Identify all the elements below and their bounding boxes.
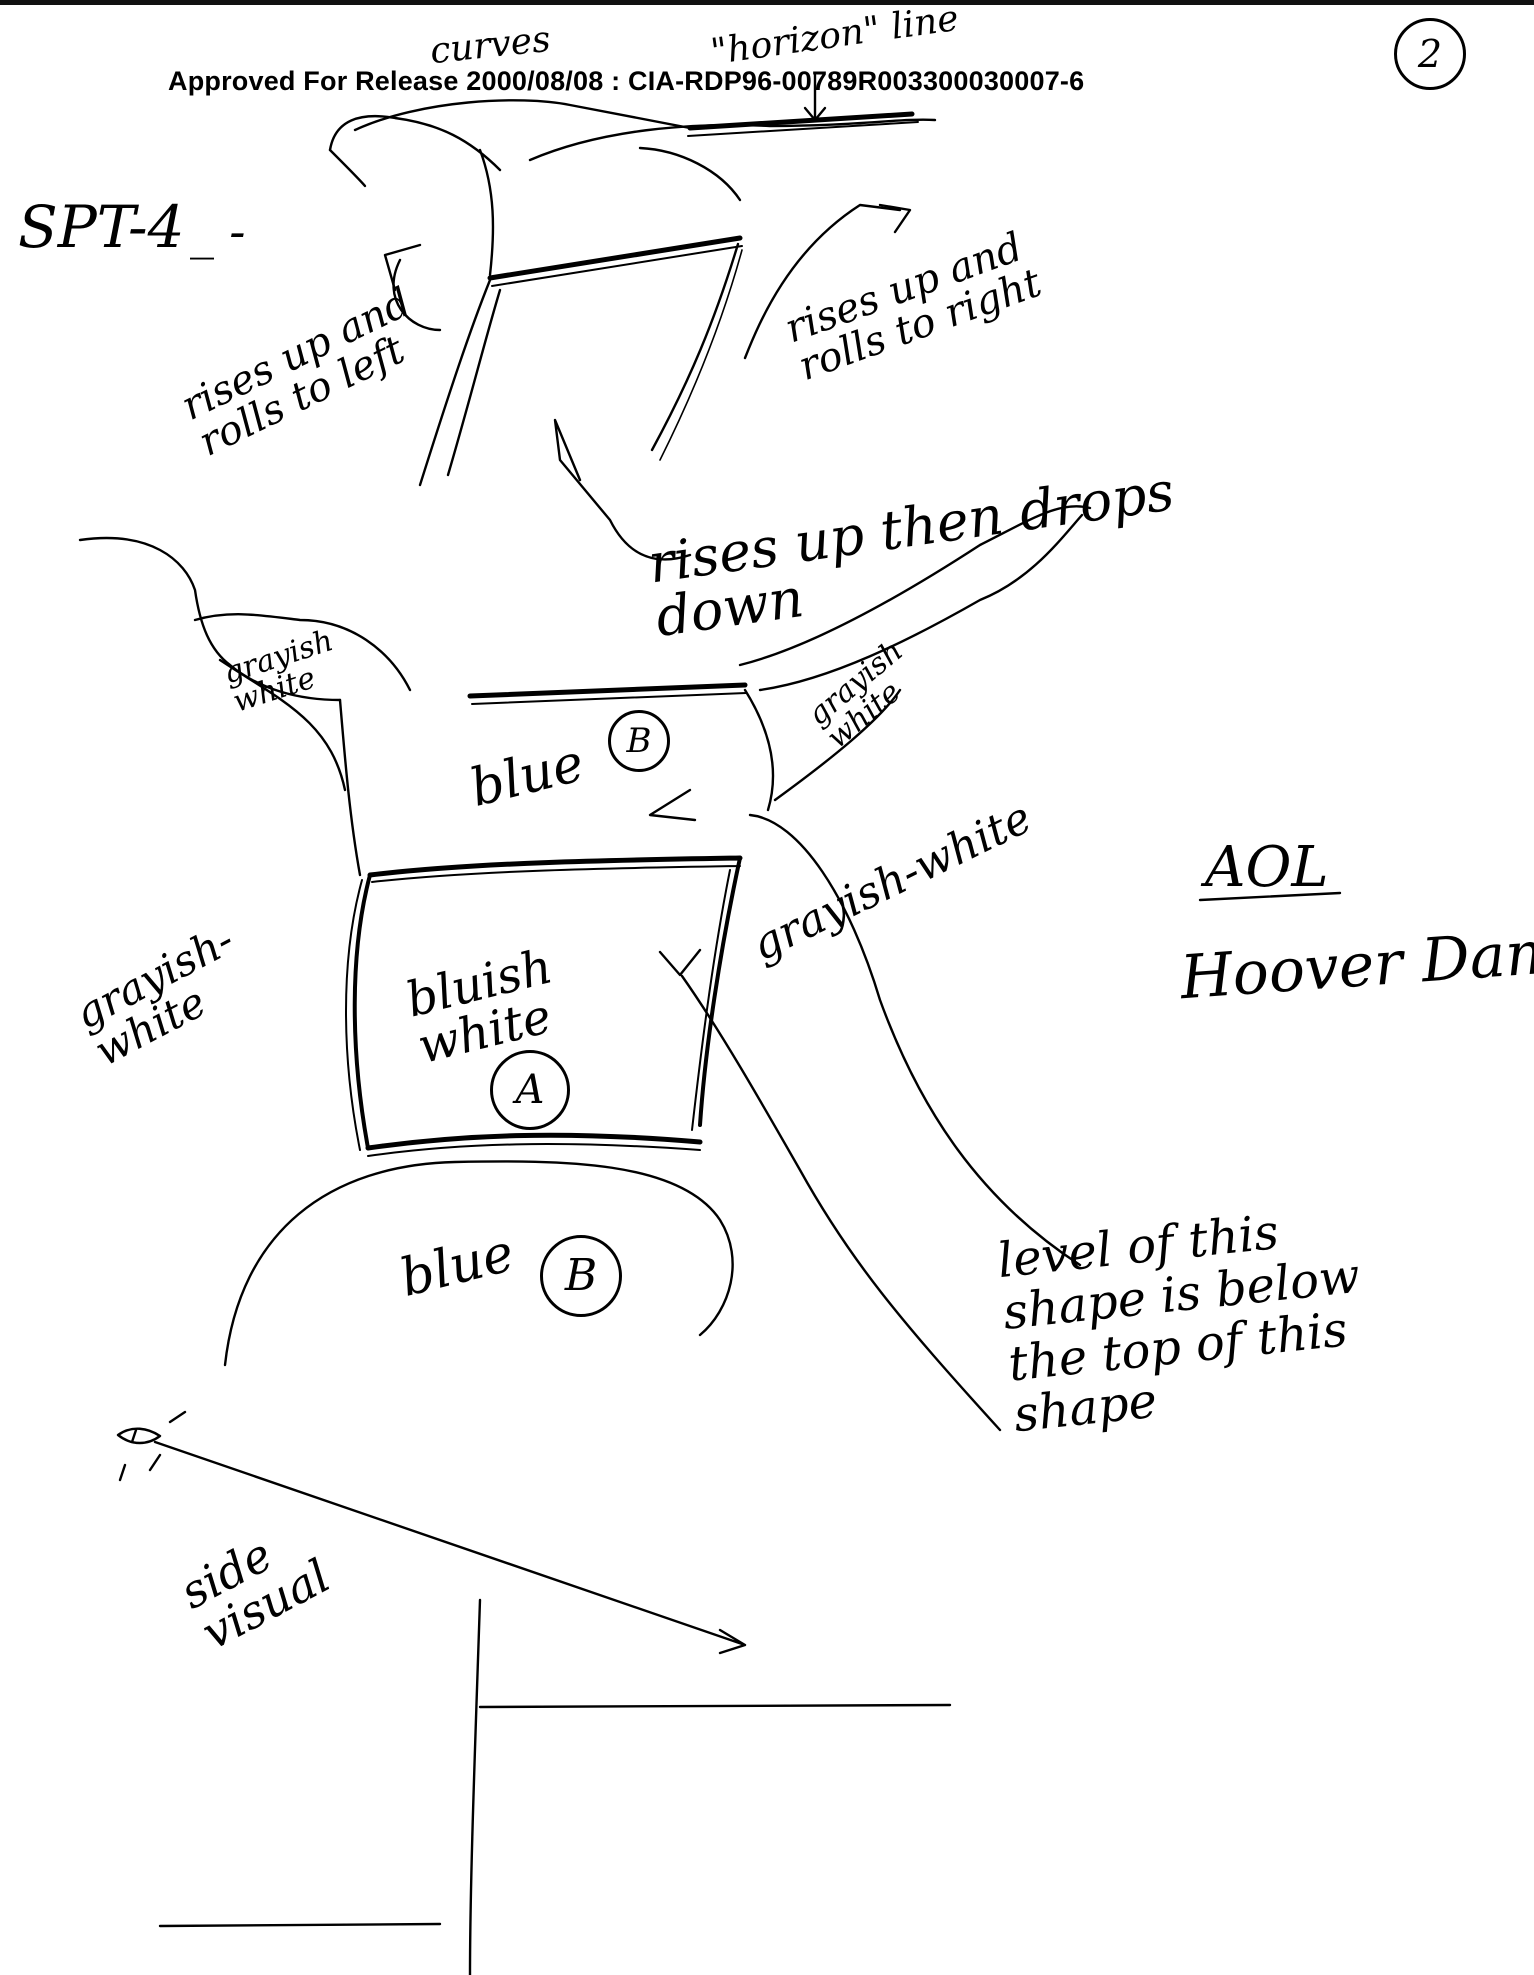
aol-title: AOL — [1205, 835, 1329, 900]
mid-right-side — [743, 688, 775, 812]
session-dashes: _ - — [190, 204, 246, 260]
mid-right-inner — [758, 513, 1084, 692]
square-right — [698, 856, 742, 1127]
level-note: level of this shape is below the top of … — [994, 1204, 1363, 1444]
upper-left-wall — [418, 278, 492, 487]
mid-dam-crest — [467, 682, 748, 699]
horizon-line — [687, 111, 915, 131]
aol-underline — [1198, 891, 1342, 902]
curves-arrow — [353, 99, 692, 132]
upper-right-wall — [650, 242, 740, 452]
sightline-arrow — [153, 1440, 747, 1655]
profile-top — [478, 1703, 952, 1709]
square-bottom-2 — [367, 1143, 701, 1157]
upper-dam-crest-2 — [491, 245, 743, 287]
top-left-lip — [328, 148, 367, 188]
approval-stamp: Approved For Release 2000/08/08 : CIA-RD… — [168, 66, 1085, 96]
horizon-arrow — [803, 73, 827, 122]
upper-right-wall-2 — [659, 249, 743, 461]
eye-pupil — [130, 1428, 138, 1444]
square-top — [367, 855, 743, 878]
mid-right-outer — [738, 505, 1092, 667]
mid-left-outline — [78, 536, 342, 702]
square-left-2 — [345, 879, 363, 1151]
page-number: 2 — [1394, 18, 1466, 90]
square-top-2 — [371, 865, 741, 883]
mid-left-side — [338, 698, 362, 877]
square-right-2 — [691, 869, 731, 1131]
mid-dam-crest-2 — [471, 692, 747, 705]
horizon-line-2 — [687, 121, 919, 137]
profile-bottom — [158, 1922, 442, 1928]
upper-dam-crest — [487, 235, 743, 281]
mid-right-bottom — [773, 688, 902, 802]
arrow-a-pointer — [553, 418, 692, 561]
square-left — [352, 873, 372, 1150]
session-label: SPT-4 — [18, 193, 185, 261]
lower-lobe — [223, 1160, 734, 1367]
eye-lashes — [118, 1410, 187, 1482]
a-arrow — [658, 948, 1002, 1432]
profile-vertical — [468, 1598, 482, 1975]
square-bottom — [365, 1132, 703, 1151]
blue-upper-arrow — [648, 788, 697, 822]
arrow-right-up — [878, 203, 912, 234]
upper-dam-bowl — [478, 148, 495, 277]
mid-left-inner — [193, 613, 412, 692]
upper-left-wall-2 — [446, 288, 502, 477]
arrow-left-up — [383, 243, 422, 292]
note-line-upper — [748, 813, 1082, 1267]
eye-icon — [116, 1427, 162, 1445]
mid-left-lower — [218, 658, 347, 792]
upper-left-curl — [392, 258, 442, 332]
top-left-rim — [328, 114, 502, 172]
b-lower-circle: B — [540, 1235, 622, 1317]
upper-dam-bowl-r — [638, 146, 742, 202]
b-upper-circle: B — [608, 710, 670, 772]
upper-right-curl — [743, 203, 902, 360]
scan-border — [0, 0, 1534, 5]
a-circle: A — [490, 1050, 570, 1130]
